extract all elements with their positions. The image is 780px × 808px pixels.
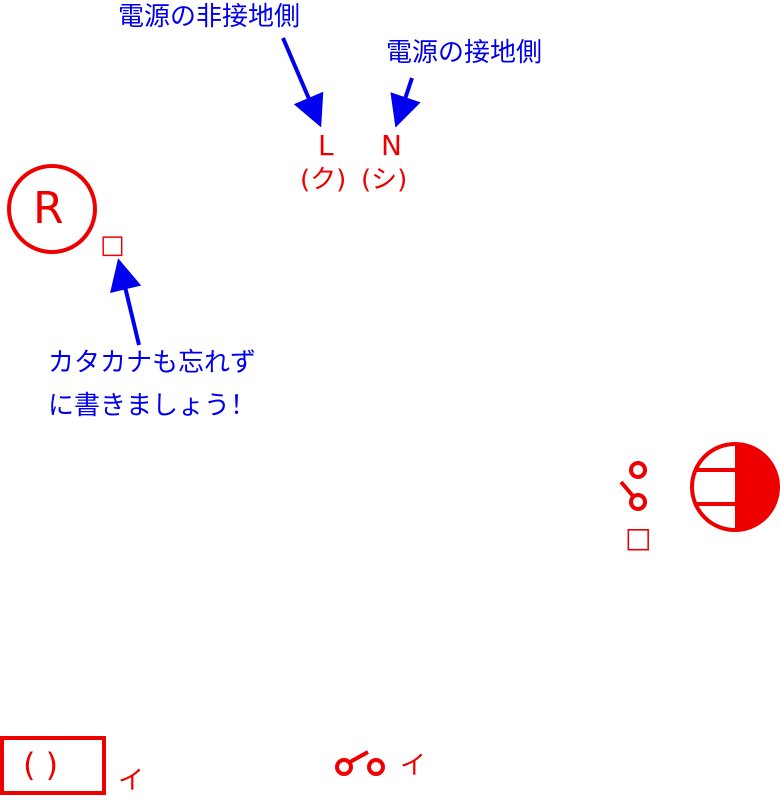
bottom-box-text: ( ) xyxy=(23,746,59,784)
n-terminal-letter: N xyxy=(381,129,402,162)
arrow-to-n xyxy=(390,77,421,128)
bottom-box-suffix: イ xyxy=(118,766,145,796)
l-terminal-letter: L xyxy=(318,129,334,162)
l-terminal-kana: (ク) xyxy=(300,165,347,195)
ungrounded-side-label: 電源の非接地側 xyxy=(118,2,301,32)
reminder-line-1: カタカナも忘れず xyxy=(48,348,257,378)
lamp-symbol-right xyxy=(690,442,780,532)
reminder-line-2: に書きましょう！ xyxy=(48,391,257,421)
arrow-to-l xyxy=(281,37,324,128)
switch-symbol-right xyxy=(619,461,647,511)
receptacle-blank-box: □ xyxy=(100,230,125,260)
switch-right-blank-box: □ xyxy=(625,521,652,554)
switch-symbol-bottom xyxy=(335,750,385,776)
arrow-to-receptacle-box xyxy=(110,258,142,346)
receptacle-letter: R xyxy=(33,183,64,234)
grounded-side-label: 電源の接地側 xyxy=(386,38,543,68)
bottom-label-box xyxy=(0,736,106,795)
bottom-switch-suffix: イ xyxy=(400,751,427,781)
receptacle-circle xyxy=(7,164,97,254)
n-terminal-kana: (シ) xyxy=(361,165,408,195)
